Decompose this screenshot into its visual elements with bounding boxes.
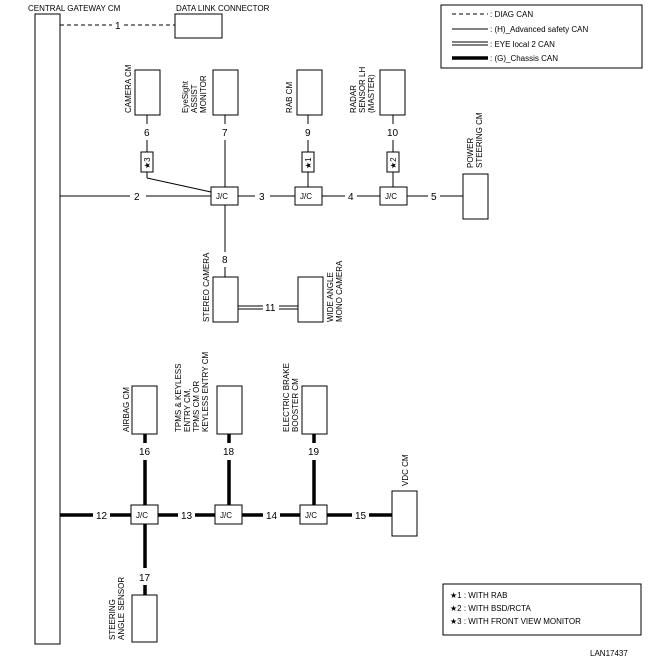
wire-number-15: 15 <box>355 511 367 522</box>
wire-number-12: 12 <box>96 511 108 522</box>
notes-box <box>442 583 642 636</box>
airbag-cm-box <box>131 385 158 435</box>
legend-advanced: : (H)_Advanced safety CAN <box>490 25 588 34</box>
wire-number-13: 13 <box>181 511 193 522</box>
jc-13-label: J/C <box>220 511 232 520</box>
power-steering-cm-box <box>462 173 489 220</box>
rab-cm-box <box>296 69 323 116</box>
vdc-cm-label: VDC CM <box>401 454 410 486</box>
wire-number-11: 11 <box>265 303 276 314</box>
jc-3-label: J/C <box>300 192 312 201</box>
jc-14-label: J/C <box>305 511 317 520</box>
steering-label-2: ANGLE SENSOR <box>117 577 126 640</box>
legend-eye: : EYE local 2 CAN <box>490 40 555 49</box>
mark-2: ★2 <box>389 157 398 169</box>
radar-sensor-box <box>379 69 406 116</box>
camera-cm-box <box>134 69 161 116</box>
tpms-label-3: TPMS CM OR <box>192 381 201 432</box>
airbag-cm-label: AIRBAG CM <box>122 387 131 432</box>
jc-2-label: J/C <box>216 192 228 201</box>
tpms-keyless-box <box>216 385 243 435</box>
legend-chassis: : (G)_Chassis CAN <box>490 54 558 63</box>
note-with-rab: ★1 : WITH RAB <box>450 591 507 600</box>
wire-number-6: 6 <box>144 128 150 139</box>
brake-label-2: BOOSTER CM <box>291 378 300 432</box>
jc-4-label: J/C <box>385 192 397 201</box>
tpms-label-1: TPMS & KEYLESS <box>174 364 183 432</box>
steering-label-1: STEERING <box>108 599 117 640</box>
figure-code: LAN17437 <box>590 649 628 658</box>
radar-label-3: (MASTER) <box>367 74 376 113</box>
jc-12-label: J/C <box>136 511 148 520</box>
tpms-label-4: KEYLESS ENTRY CM <box>201 351 210 432</box>
wide-angle-label-2: MONO CAMERA <box>335 260 344 322</box>
eyesight-label-3: MONITOR <box>199 75 208 113</box>
note-with-front-view: ★3 : WITH FRONT VIEW MONITOR <box>450 617 581 626</box>
note-with-bsd-rcta: ★2 : WITH BSD/RCTA <box>450 604 531 613</box>
mark-1: ★1 <box>304 157 313 169</box>
steering-angle-box <box>131 594 158 643</box>
brake-booster-box <box>301 385 328 435</box>
wire-number-19: 19 <box>308 447 320 458</box>
camera-cm-diagonal <box>146 177 212 193</box>
wire-number-3: 3 <box>259 192 265 203</box>
radar-label-1: RADAR <box>349 85 358 113</box>
wire-number-4: 4 <box>348 192 354 203</box>
brake-label-1: ELECTRIC BRAKE <box>282 363 291 432</box>
power-steering-label-1: POWER <box>466 138 475 168</box>
legend-diag: : DIAG CAN <box>490 10 533 19</box>
eyesight-label-1: EyeSight <box>181 80 190 113</box>
camera-cm-label: CAMERA CM <box>124 64 133 113</box>
tpms-label-2: ENTRY CM, <box>183 388 192 432</box>
wire-number-2: 2 <box>134 192 140 203</box>
radar-label-2: SENSOR LH <box>358 67 367 113</box>
data-link-connector <box>174 13 223 39</box>
wire-number-5: 5 <box>431 192 437 203</box>
wire-number-16: 16 <box>139 447 151 458</box>
wire-number-9: 9 <box>305 128 311 139</box>
wire-number-7: 7 <box>222 128 228 139</box>
central-gateway-title: CENTRAL GATEWAY CM <box>28 4 121 13</box>
wire-number-14: 14 <box>266 511 278 522</box>
stereo-camera-label: STEREO CAMERA <box>202 252 211 322</box>
wire-number-10: 10 <box>387 128 399 139</box>
wire-number-1: 1 <box>115 21 121 32</box>
wide-angle-label-1: WIDE ANGLE <box>326 272 335 322</box>
eyesight-label-2: ASSIST <box>190 84 199 113</box>
vdc-cm-box <box>391 490 418 537</box>
mark-3: ★3 <box>143 157 152 169</box>
data-link-title: DATA LINK CONNECTOR <box>176 4 270 13</box>
eyesight-monitor-box <box>212 69 239 116</box>
wire-number-8: 8 <box>222 255 228 266</box>
wire-number-17: 17 <box>139 573 151 584</box>
power-steering-label-2: STEERING CM <box>475 112 484 168</box>
rab-cm-label: RAB CM <box>285 82 294 113</box>
central-gateway-box <box>34 13 61 645</box>
wide-angle-camera-box <box>297 276 324 323</box>
wire-number-18: 18 <box>223 447 235 458</box>
stereo-camera-box <box>212 276 239 323</box>
